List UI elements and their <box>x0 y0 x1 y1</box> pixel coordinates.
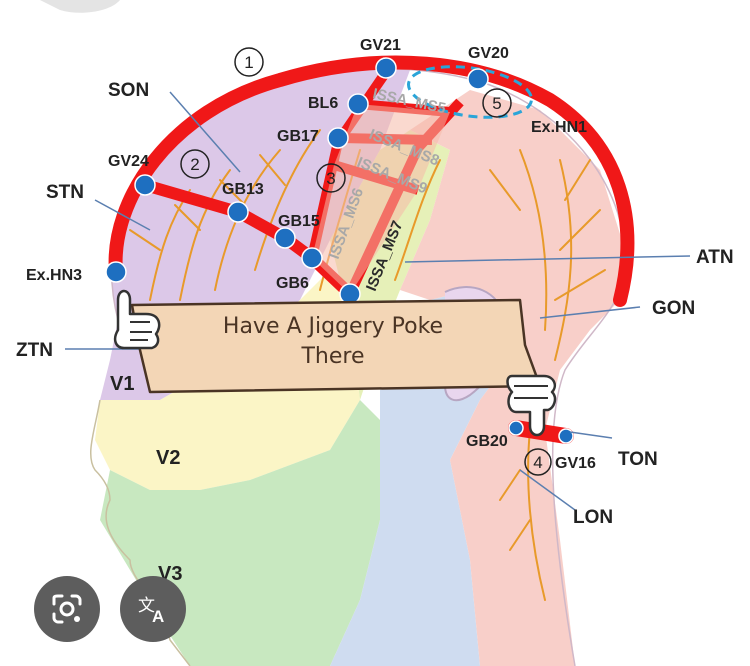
label-gb6: GB6 <box>276 275 309 292</box>
nerve-branches <box>129 129 606 601</box>
label-gb15: GB15 <box>278 213 320 230</box>
label-gb17: GB17 <box>277 128 319 145</box>
sign-text: Have A Jiggery Poke There <box>168 312 498 372</box>
point-gb-mid <box>301 247 323 269</box>
label-ton: TON <box>618 449 658 470</box>
translate-button[interactable]: 文 A <box>120 576 186 642</box>
point-gb15 <box>274 227 296 249</box>
point-labels: GV21 GV20 BL6 GB17 GV24 GB13 GB15 GB6 Ex… <box>26 37 596 472</box>
label-bl6: BL6 <box>308 95 338 112</box>
leader-lines <box>65 91 691 511</box>
label-v1: V1 <box>110 373 134 395</box>
marker-3: 3 <box>326 169 335 188</box>
corner-fragment <box>40 0 120 13</box>
line-markers: 1 2 3 4 5 <box>180 47 552 476</box>
point-gb13 <box>227 201 249 223</box>
label-gb20: GB20 <box>466 433 508 450</box>
line-5-ellipse <box>407 65 533 119</box>
stimulation-lines <box>108 55 635 444</box>
point-exhn3 <box>105 261 127 283</box>
label-gon: GON <box>652 298 695 319</box>
label-lon: LON <box>573 507 613 528</box>
google-lens-icon <box>52 594 82 624</box>
label-gv21: GV21 <box>360 37 401 54</box>
label-gv16: GV16 <box>555 455 596 472</box>
label-stn: STN <box>46 182 84 203</box>
point-gv21 <box>375 57 397 79</box>
translate-icon: 文 A <box>138 596 164 626</box>
svg-text:A: A <box>152 607 164 626</box>
point-gb17 <box>327 127 349 149</box>
point-gv20 <box>467 68 489 90</box>
svg-text:文: 文 <box>138 596 155 616</box>
lens-button[interactable] <box>34 576 100 642</box>
marker-4: 4 <box>533 453 542 472</box>
label-gb13: GB13 <box>222 181 264 198</box>
point-gv16 <box>558 428 574 444</box>
thumbs-down-hand-icon <box>506 374 557 437</box>
marker-1: 1 <box>244 53 253 72</box>
sign-line-1: Have A Jiggery Poke <box>222 314 444 339</box>
label-gv24: GV24 <box>108 153 149 170</box>
sign-line-2: There <box>301 344 365 369</box>
marker-5: 5 <box>492 94 501 113</box>
label-gv20: GV20 <box>468 45 509 62</box>
label-v2: V2 <box>156 447 180 469</box>
nerve-labels: SON STN ZTN ATN GON TON LON <box>16 80 734 528</box>
pointing-up-hand-icon <box>113 289 161 350</box>
label-son: SON <box>108 80 149 101</box>
zone-labels: V1 V2 V3 <box>110 373 182 585</box>
label-exhn1: Ex.HN1 <box>531 119 587 136</box>
label-atn: ATN <box>696 247 734 268</box>
point-gb20 <box>508 420 524 436</box>
acupoints <box>105 57 574 444</box>
label-ztn: ZTN <box>16 340 53 361</box>
line-1-arc <box>108 55 635 307</box>
ms-fill <box>312 104 450 294</box>
point-gv24 <box>134 174 156 196</box>
label-exhn3: Ex.HN3 <box>26 267 82 284</box>
point-bl6 <box>347 93 369 115</box>
marker-2: 2 <box>190 155 199 174</box>
